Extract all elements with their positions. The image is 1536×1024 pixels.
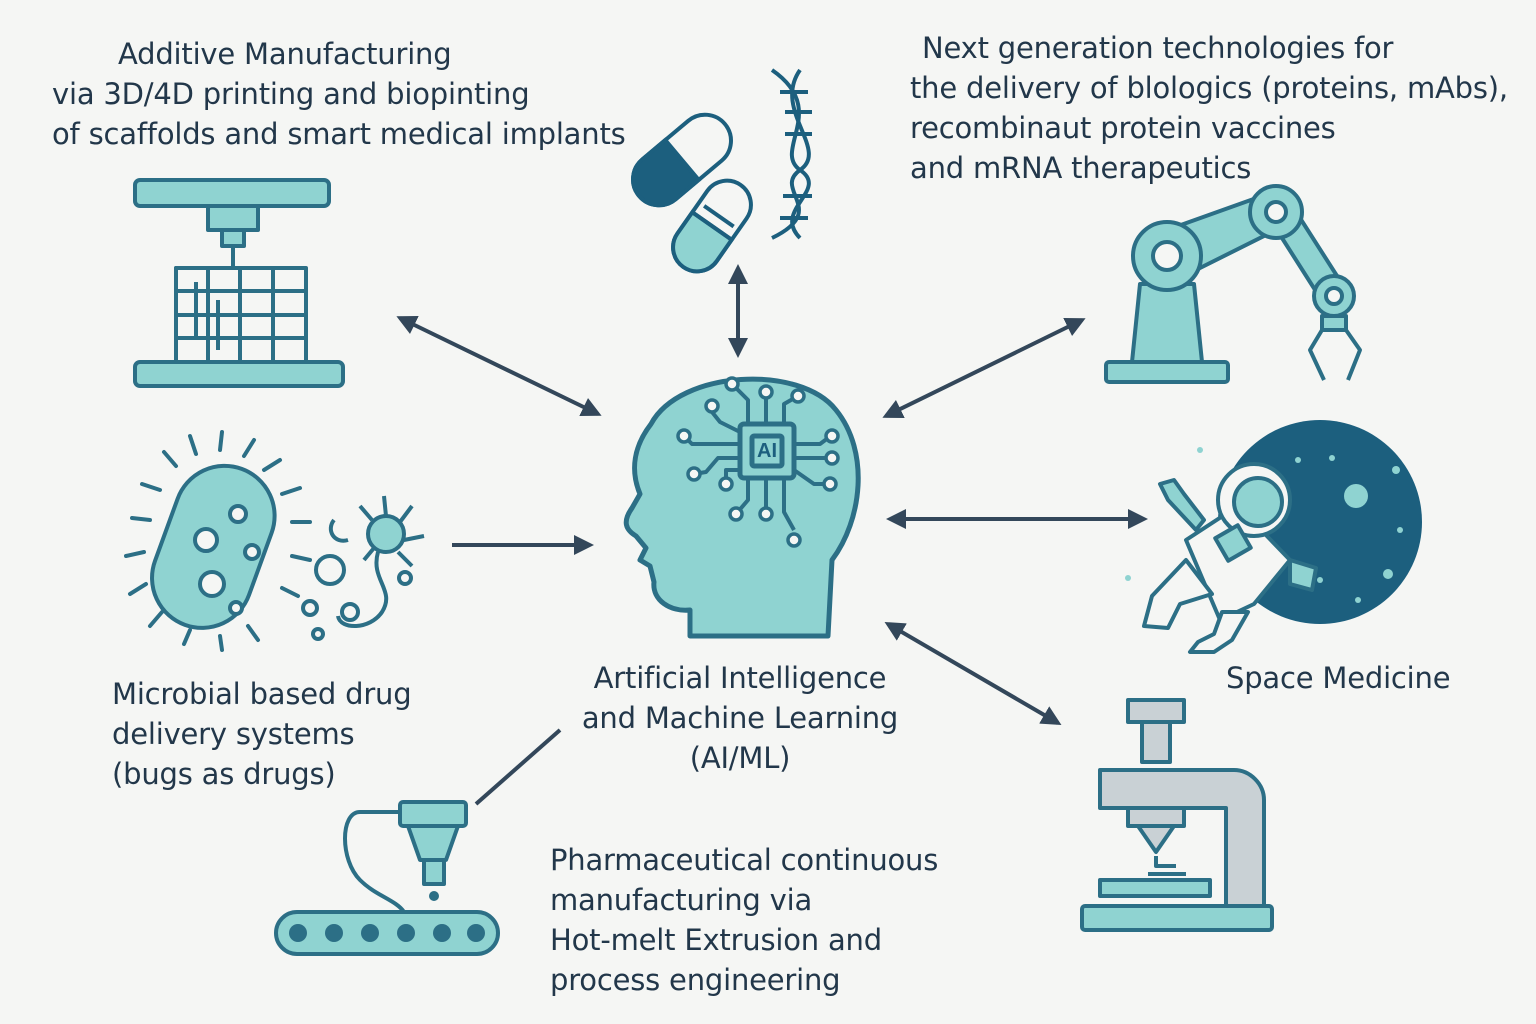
- label-line: Artificial Intelligence: [593, 661, 887, 695]
- label-line: delivery systems: [112, 717, 355, 751]
- label-line: and mRNA therapeutics: [910, 151, 1252, 185]
- connector-continuous: [474, 728, 562, 806]
- space-medicine-label: Space Medicine: [1226, 658, 1451, 698]
- label-line: (AI/ML): [689, 741, 791, 775]
- ai-ml-label: Artificial Intelligence and Machine Lear…: [560, 658, 920, 778]
- chip-label: AI: [757, 440, 777, 462]
- biologics-delivery-label: Next generation technologies for the del…: [910, 28, 1508, 188]
- bacteria-icon: [124, 430, 425, 652]
- label-line: and Machine Learning: [581, 701, 899, 735]
- conveyor-extruder-icon: [274, 800, 500, 956]
- label-line: Microbial based drug: [112, 677, 412, 711]
- label-line: Next generation technologies for: [922, 31, 1394, 65]
- arrow-robotics: [882, 318, 1086, 418]
- microscope-printer-icon: [1080, 698, 1274, 932]
- microbial-drug-delivery-label: Microbial based drug delivery systems (b…: [112, 674, 412, 794]
- robotic-arm-icon: [1104, 184, 1362, 384]
- label-line: recombinaut protein vaccines: [910, 111, 1336, 145]
- arrow-additive: [396, 315, 602, 417]
- astronaut-planet-icon: [1125, 420, 1422, 654]
- capsule-dna-icon: [631, 68, 812, 274]
- ai-head-icon: [623, 376, 861, 639]
- label-line: Pharmaceutical continuous: [550, 843, 939, 877]
- arrow-microscope: [884, 621, 1062, 726]
- label-line: via 3D/4D printing and biopinting: [52, 77, 530, 111]
- label-line: Additive Manufacturing: [118, 37, 452, 71]
- label-line: Hot-melt Extrusion and: [550, 923, 882, 957]
- label-line: the delivery of blologics (proteins, mAb…: [910, 71, 1508, 105]
- continuous-manufacturing-label: Pharmaceutical continuous manufacturing …: [550, 840, 938, 1000]
- label-line: process engineering: [550, 963, 841, 997]
- label-line: (bugs as drugs): [112, 757, 336, 791]
- additive-manufacturing-label: Additive Manufacturing via 3D/4D printin…: [52, 34, 626, 154]
- arrows: [396, 264, 1148, 806]
- label-line: manufacturing via: [550, 883, 813, 917]
- label-line: of scaffolds and smart medical implants: [52, 117, 626, 151]
- label-line: Space Medicine: [1226, 661, 1451, 695]
- 3d-printer-icon: [133, 178, 345, 388]
